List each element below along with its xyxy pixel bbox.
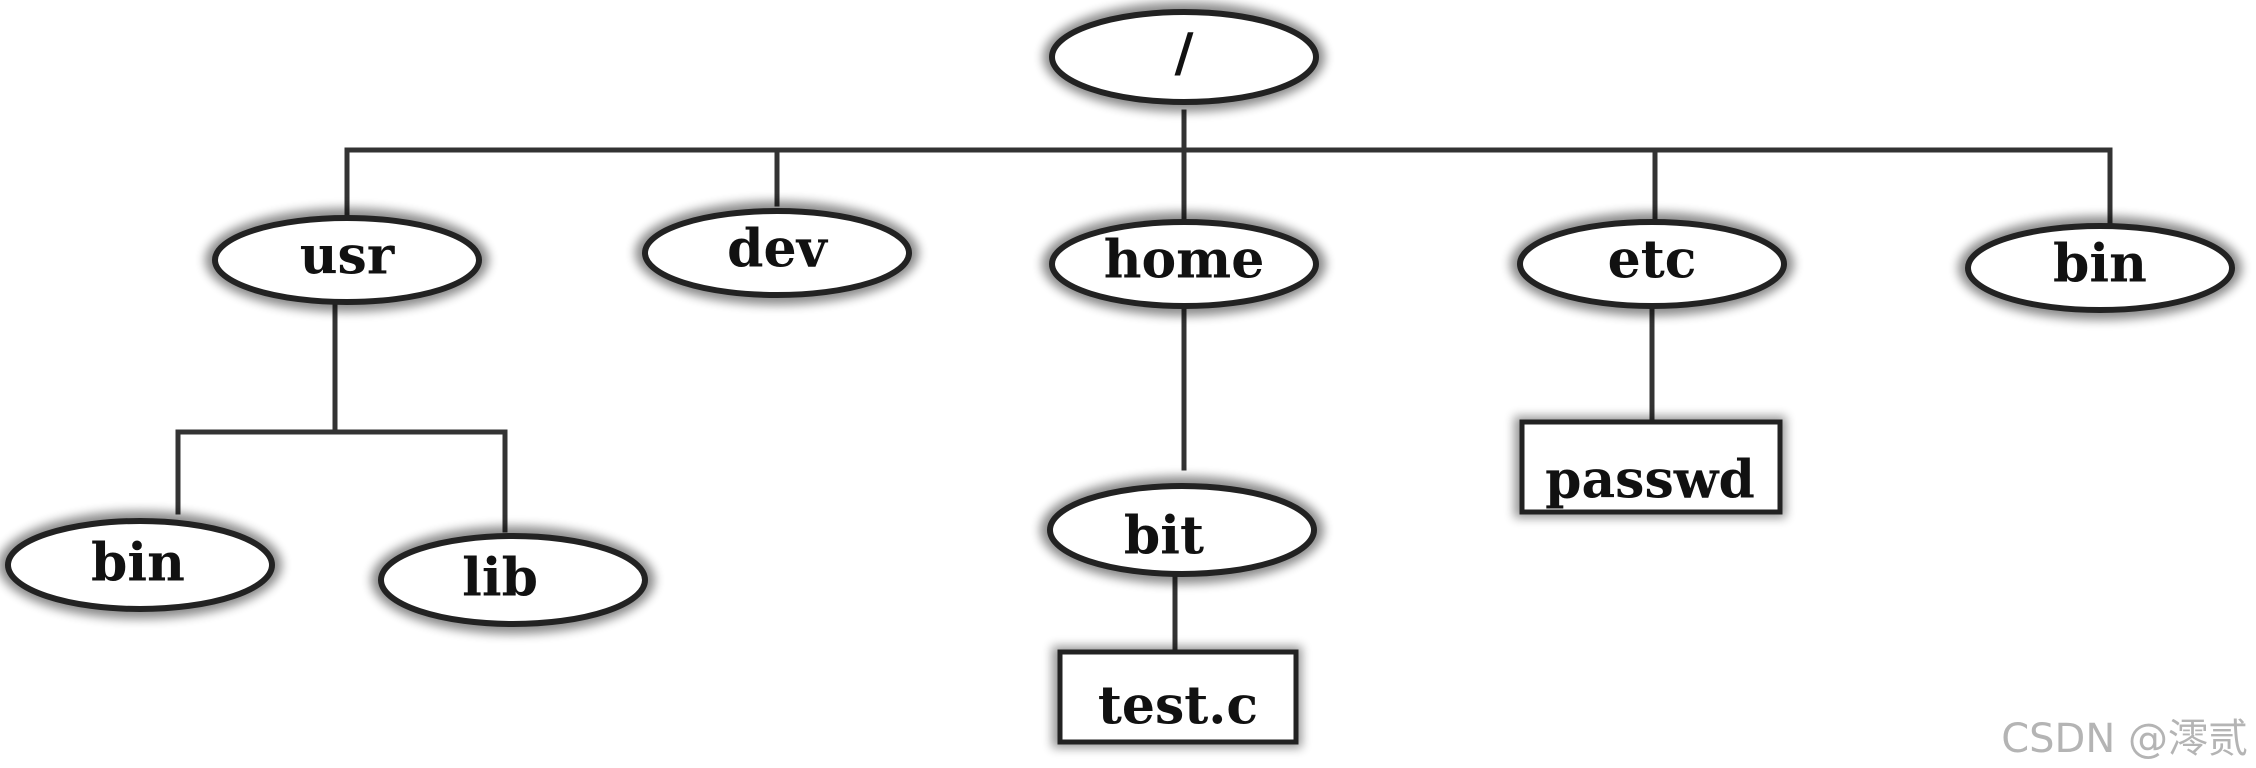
watermark-text: CSDN @澪贰 [2001, 716, 2248, 762]
etc-label: etc [1608, 230, 1697, 291]
home-ellipse [1049, 219, 1319, 309]
passwd-box [1519, 419, 1783, 515]
usr-label: usr [300, 226, 395, 287]
node-test-c: test.c [1052, 646, 1302, 748]
node-bin: bin [1958, 216, 2242, 320]
etc-ellipse [1517, 219, 1787, 309]
test-c-box [1057, 649, 1299, 745]
home-label: home [1104, 230, 1265, 291]
bit-ellipse [1047, 483, 1317, 577]
node-usr-bin: bin [0, 511, 282, 619]
passwd-label: passwd [1545, 450, 1755, 511]
root-label: / [1175, 23, 1194, 84]
node-dev: dev [635, 201, 919, 305]
bit-label: bit [1124, 506, 1204, 567]
node-bit: bit [1040, 476, 1324, 584]
tree-edges [175, 109, 2113, 659]
node-passwd: passwd [1514, 416, 1786, 518]
dev-label: dev [727, 219, 828, 280]
node-home: home [1042, 212, 1326, 316]
test-c-label: test.c [1098, 676, 1258, 737]
usr-ellipse [212, 215, 482, 305]
usr-bin-ellipse [5, 518, 275, 612]
bin-ellipse [1965, 223, 2235, 313]
node-root: / [1043, 2, 1325, 112]
bin-label: bin [2053, 234, 2147, 295]
usr-lib-label: lib [462, 548, 538, 609]
root-ellipse [1049, 9, 1319, 105]
dev-ellipse [642, 208, 912, 298]
node-usr-lib: lib [371, 526, 655, 634]
usr-bin-label: bin [91, 533, 185, 594]
usr-lib-ellipse [378, 533, 648, 627]
node-usr: usr [205, 208, 489, 312]
node-etc: etc [1510, 212, 1794, 316]
